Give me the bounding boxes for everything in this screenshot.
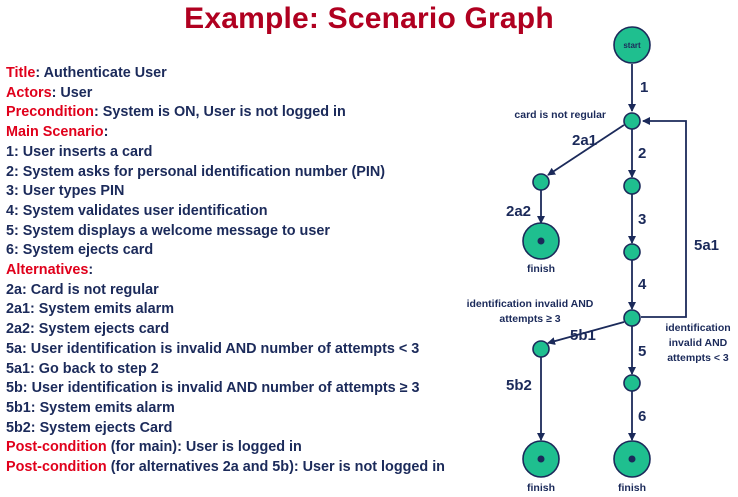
condition-invalid-lt3: attempts < 3 xyxy=(667,352,729,364)
main-step: 2: System asks for personal identificati… xyxy=(6,163,386,180)
condition-invalid-lt3: invalid AND xyxy=(669,337,728,349)
spec-alternatives-line: Alternatives: xyxy=(6,261,506,281)
main-step: 4: System validates user identification xyxy=(6,202,268,219)
state-node xyxy=(623,374,641,392)
edge-label-2a2: 2a2 xyxy=(506,203,531,220)
edge-label-5: 5 xyxy=(638,343,646,360)
finish-node-dot xyxy=(628,455,636,463)
edge-label-5a1: 5a1 xyxy=(694,237,719,254)
edge-label-5b2: 5b2 xyxy=(506,377,532,394)
postcondition-alt-value: (for alternatives 2a and 5b): User is no… xyxy=(106,459,445,476)
edge-label-2a1: 2a1 xyxy=(572,132,597,149)
main-step: 5: System displays a welcome message to … xyxy=(6,222,330,239)
precondition-value: : System is ON, User is not logged in xyxy=(93,104,346,121)
postcondition-keyword: Post-condition xyxy=(6,459,107,476)
edge-2a1 xyxy=(547,124,625,176)
start-node xyxy=(613,26,651,64)
postcondition-keyword: Post-condition xyxy=(6,439,107,456)
alternative-step: 5a1: Go back to step 2 xyxy=(6,360,159,377)
alternative-step: 5b2: System ejects Card xyxy=(6,419,173,436)
title-keyword: Title xyxy=(6,65,36,81)
spec-postcondition-main: Post-condition (for main): User is logge… xyxy=(6,438,506,458)
condition-card-not-regular: card is not regular xyxy=(514,109,606,121)
edge-label-4: 4 xyxy=(638,276,647,293)
alternatives-colon: : xyxy=(88,262,94,279)
edge-label-5b1: 5b1 xyxy=(570,327,596,344)
alternative-step: 2a2: System ejects card xyxy=(6,321,170,338)
finish-label: finish xyxy=(527,482,555,494)
edge-5b1 xyxy=(547,321,625,345)
main-step: 1: User inserts a card xyxy=(6,143,153,160)
main-step: 6: System ejects card xyxy=(6,242,154,259)
edge-label-2: 2 xyxy=(638,145,646,162)
state-node xyxy=(623,112,641,130)
alternative-step: 2a1: System emits alarm xyxy=(6,301,174,318)
spec-postcondition-alt: Post-condition (for alternatives 2a and … xyxy=(6,458,506,478)
state-node xyxy=(623,309,641,327)
main-step: 3: User types PIN xyxy=(6,183,125,200)
finish-node-dot xyxy=(537,455,545,463)
actors-value: : User xyxy=(51,84,93,101)
spec-precondition-line: Precondition: System is ON, User is not … xyxy=(6,103,506,123)
finish-node-dot xyxy=(537,237,545,245)
finish-label: finish xyxy=(527,263,555,275)
use-case-spec: Title: Authenticate User Actors: User Pr… xyxy=(6,64,506,478)
state-node xyxy=(532,340,550,358)
actors-keyword: Actors xyxy=(6,84,52,101)
edge-label-6: 6 xyxy=(638,408,646,425)
precondition-keyword: Precondition xyxy=(6,104,94,121)
alternative-step: 2a: Card is not regular xyxy=(6,281,159,298)
main-scenario-colon: : xyxy=(103,124,109,141)
alternatives-keyword: Alternatives xyxy=(6,262,89,279)
condition-invalid-ge3: identification invalid AND xyxy=(467,298,594,310)
alternative-step: 5b: User identification is invalid AND n… xyxy=(6,380,420,397)
edge-5a1 xyxy=(641,117,687,318)
state-node xyxy=(623,243,641,261)
spec-actors-line: Actors: User xyxy=(6,84,506,104)
alternative-step: 5b1: System emits alarm xyxy=(6,399,175,416)
spec-main-line: Main Scenario: xyxy=(6,123,506,143)
condition-invalid-lt3: identification xyxy=(665,322,730,334)
finish-label: finish xyxy=(618,482,646,494)
title-value: : Authenticate User xyxy=(35,65,167,81)
slide-title: Example: Scenario Graph xyxy=(184,2,554,35)
alternative-step: 5a: User identification is invalid AND n… xyxy=(6,340,420,357)
condition-invalid-ge3: attempts ≥ 3 xyxy=(499,313,560,325)
edge-label-1: 1 xyxy=(640,79,648,96)
main-scenario-keyword: Main Scenario xyxy=(6,124,104,141)
postcondition-main-value: (for main): User is logged in xyxy=(106,439,302,456)
edge-label-3: 3 xyxy=(638,211,646,228)
state-node xyxy=(623,177,641,195)
spec-title-line: Title: Authenticate User xyxy=(6,64,506,84)
start-label: start xyxy=(623,41,641,50)
state-node xyxy=(532,173,550,191)
